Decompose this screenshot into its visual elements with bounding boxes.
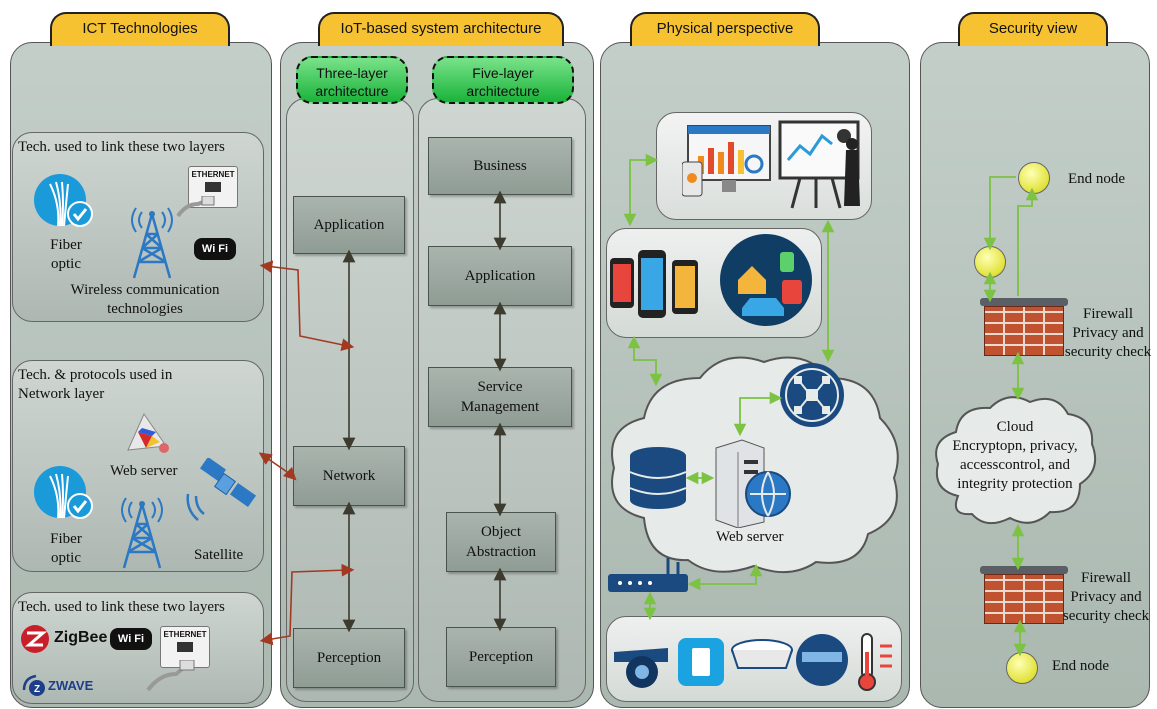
ict-link-box-bottom-title: Tech. used to link these two layers xyxy=(18,599,225,615)
ict-link-box-top xyxy=(12,132,264,322)
end-node-bottom-label: End node xyxy=(1052,658,1110,674)
wifi-icon-2: Wi Fi xyxy=(110,628,152,650)
ict-web-server-label: Web server xyxy=(110,463,178,479)
security-header-tab: Security view xyxy=(958,12,1108,46)
router-icon xyxy=(608,558,688,592)
firewall-bottom-cap xyxy=(980,566,1068,574)
five-layer-header: Five-layer architecture xyxy=(432,56,574,104)
ethernet-cable-icon-2 xyxy=(146,660,195,692)
antenna-tower-icon xyxy=(131,207,173,279)
svg-text:Z: Z xyxy=(34,684,40,695)
security-cloud-label: Cloud Encryptopn, privacy, accesscontrol… xyxy=(952,419,1078,492)
end-node-top xyxy=(1018,162,1050,194)
server-icon xyxy=(715,439,791,528)
layer-perception-3: Perception xyxy=(293,628,405,688)
ict-header-tab: ICT Technologies xyxy=(50,12,230,46)
analytics-dashboard-icon xyxy=(682,120,860,209)
wifi-label-2: Wi Fi xyxy=(117,633,145,645)
firewall-top-cap xyxy=(980,298,1068,306)
security-cloud-shape xyxy=(935,396,1096,525)
firewall-top-label: Firewall Privacy and security check xyxy=(1064,306,1152,360)
layer-service-management-5: Service Management xyxy=(428,367,572,427)
layer-application-5: Application xyxy=(428,246,572,306)
iot-header-tab: IoT-based system architecture xyxy=(318,12,564,46)
fiber-optic-icon xyxy=(34,174,93,227)
intermediate-node xyxy=(974,246,1006,278)
firewall-bottom-label: Firewall Privacy and security check xyxy=(1062,570,1150,624)
firewall-bottom-icon xyxy=(984,574,1064,624)
ict-link-box-top-title: Tech. used to link these two layers xyxy=(18,139,225,155)
satellite-icon xyxy=(186,458,257,521)
wifi-icon: Wi Fi xyxy=(194,238,236,260)
fiber-optic-icon-2 xyxy=(34,466,93,519)
zigbee-label: ZigBee xyxy=(54,629,108,646)
layer-network-3: Network xyxy=(293,446,405,506)
zigbee-logo: ZigBee xyxy=(20,624,110,654)
ethernet-label-2: ETHERNET xyxy=(163,630,207,639)
wifi-label: Wi Fi xyxy=(201,243,229,255)
ict-network-box-title: Tech. & protocols used in Network layer xyxy=(18,367,173,402)
physical-header-tab: Physical perspective xyxy=(630,12,820,46)
database-icon xyxy=(629,447,687,509)
end-node-bottom xyxy=(1006,652,1038,684)
three-layer-header: Three-layer architecture xyxy=(296,56,408,104)
three-layer-panel xyxy=(286,98,414,702)
firewall-top-icon xyxy=(984,306,1064,356)
antenna-tower-icon-2 xyxy=(121,497,163,569)
layer-object-abstraction-5: Object Abstraction xyxy=(446,512,556,572)
smartphones-icon xyxy=(610,250,698,318)
ethernet-label: ETHERNET xyxy=(191,170,235,179)
fiber-optic-label: Fiber optic xyxy=(50,237,82,272)
layer-perception-5: Perception xyxy=(446,627,556,687)
ict-network-box xyxy=(12,360,264,572)
zwave-logo: Z ZWAVE xyxy=(20,672,100,698)
layer-application-3: Application xyxy=(293,196,405,254)
smart-home-icon xyxy=(720,234,812,326)
ethernet-cable-icon xyxy=(176,196,215,218)
zwave-label: ZWAVE xyxy=(48,678,94,693)
prism-icon xyxy=(127,412,169,453)
wireless-label: Wireless communication technologies xyxy=(70,282,220,317)
satellite-label: Satellite xyxy=(194,547,244,563)
fiber-optic-label-2: Fiber optic xyxy=(50,531,82,566)
network-hub-icon xyxy=(780,363,844,427)
end-node-top-label: End node xyxy=(1068,171,1126,187)
layer-business-5: Business xyxy=(428,137,572,195)
sensors-icon-row xyxy=(614,633,892,691)
physical-web-server-label: Web server xyxy=(716,529,784,545)
